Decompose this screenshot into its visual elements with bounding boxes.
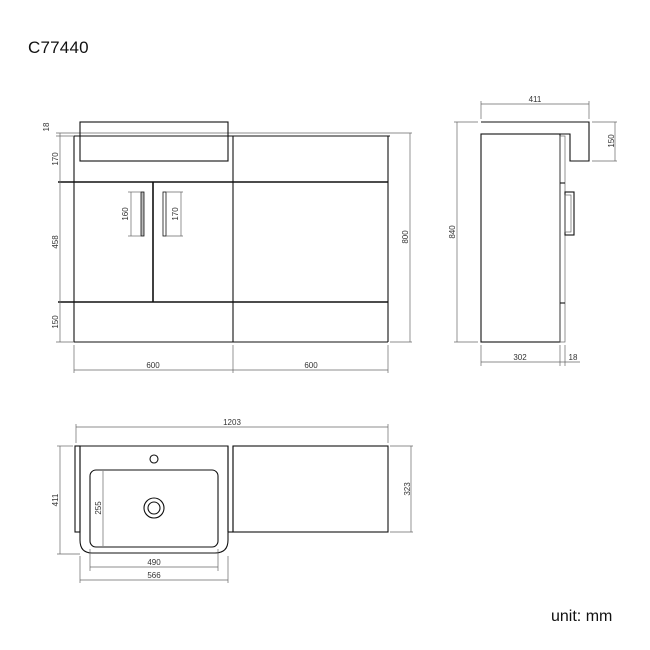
dim-handle-right: 170	[171, 207, 180, 221]
dim-basin-width: 566	[147, 571, 161, 580]
basin-front	[79, 121, 229, 162]
dim-depth-total: 411	[529, 95, 542, 104]
dim-right-width: 600	[304, 361, 318, 370]
dim-overall-height: 840	[448, 225, 457, 239]
drain-outer	[143, 497, 165, 519]
dim-overall-width: 1203	[223, 418, 241, 427]
right-door-handle	[162, 191, 167, 237]
dim-bowl-width: 490	[147, 558, 161, 567]
dim-basin-height: 150	[607, 134, 616, 148]
front-view: 160 170 18 170 458 150 800 600 600	[42, 121, 412, 373]
basin-side	[481, 121, 590, 162]
cabinet-top	[232, 445, 389, 533]
unit-label: unit: mm	[551, 608, 613, 625]
dim-overall-depth: 411	[51, 493, 60, 506]
cabinet-side-body	[480, 133, 561, 343]
top-view: 255 1203 411 323 490 566	[51, 418, 413, 583]
dim-basin-thickness: 18	[42, 122, 51, 131]
product-code-title: C77440	[28, 38, 89, 57]
dim-body-depth: 302	[513, 353, 527, 362]
tap-hole	[149, 454, 159, 464]
dim-total-height: 800	[401, 230, 410, 244]
basin-top-outline	[79, 445, 229, 554]
dim-door-thickness: 18	[569, 353, 578, 362]
dim-plinth: 150	[51, 315, 60, 329]
drain-inner	[147, 501, 161, 515]
bowl	[89, 469, 219, 548]
dim-handle-left: 160	[121, 207, 130, 221]
left-door-handle	[140, 191, 145, 237]
side-view: 411 150 840 302 18	[448, 95, 617, 366]
side-handle	[564, 191, 575, 236]
dim-bowl-depth: 255	[94, 501, 103, 515]
dim-doors: 458	[51, 235, 60, 249]
dim-top-section: 170	[51, 152, 60, 166]
dim-cabinet-depth: 323	[403, 482, 412, 496]
dim-left-width: 600	[146, 361, 160, 370]
